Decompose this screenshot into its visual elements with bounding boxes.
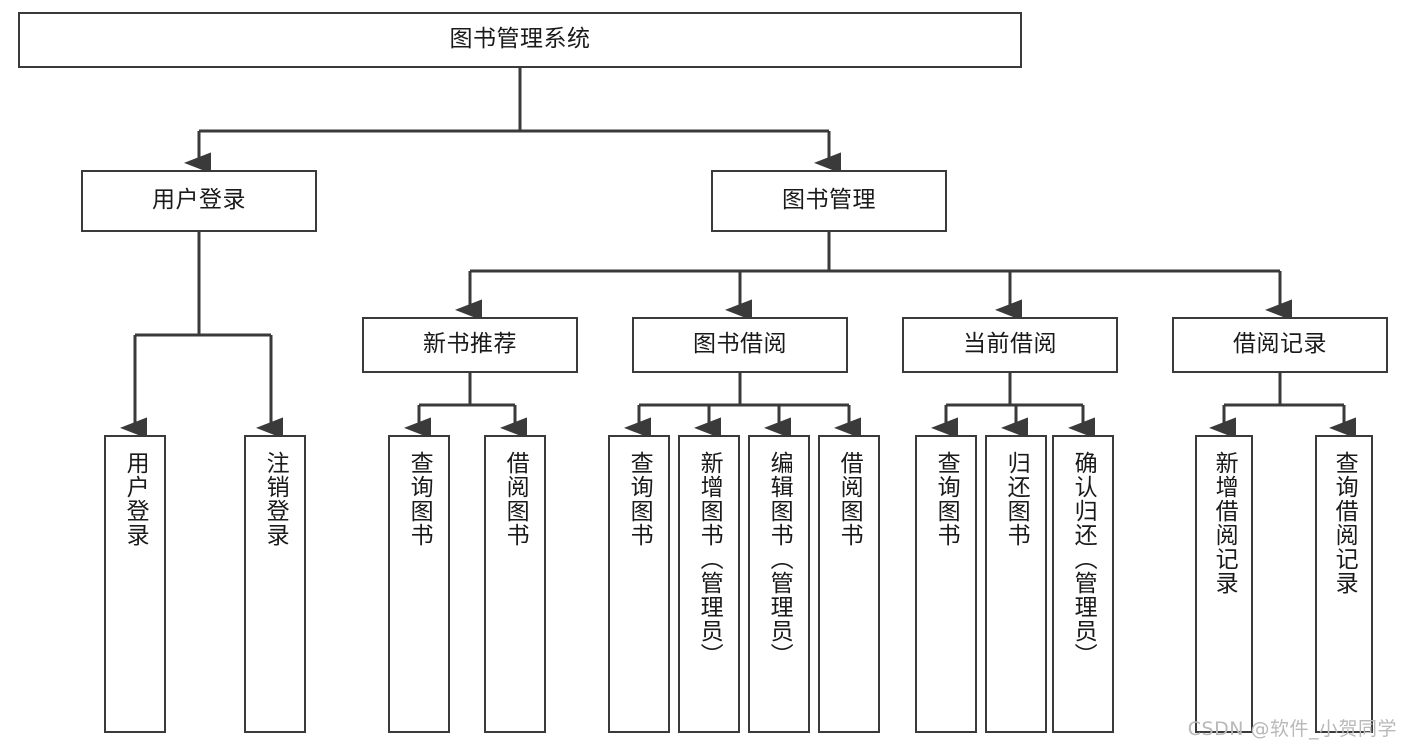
leaf-add-book-admin-label: 新增图书（管理员） xyxy=(696,451,723,667)
leaf-borrow-book-label: 借阅图书 xyxy=(836,451,863,547)
leaf-query-book-borrow-label: 查询图书 xyxy=(626,451,653,547)
node-borrow-record[interactable]: 借阅记录 xyxy=(1172,317,1388,373)
leaf-confirm-return-admin[interactable]: 确认归还（管理员） xyxy=(1052,435,1114,733)
leaf-return-book[interactable]: 归还图书 xyxy=(985,435,1047,733)
node-root-label: 图书管理系统 xyxy=(449,26,591,53)
leaf-confirm-return-admin-label: 确认归还（管理员） xyxy=(1070,451,1097,667)
node-book-management-label: 图书管理 xyxy=(782,187,876,214)
node-user-login-label: 用户登录 xyxy=(152,187,246,214)
node-new-book-recommend-label: 新书推荐 xyxy=(423,331,517,358)
leaf-query-book-borrow[interactable]: 查询图书 xyxy=(608,435,670,733)
node-book-borrow[interactable]: 图书借阅 xyxy=(632,317,848,373)
leaf-query-borrow-record[interactable]: 查询借阅记录 xyxy=(1315,435,1373,733)
leaf-query-book-current[interactable]: 查询图书 xyxy=(915,435,977,733)
leaf-query-borrow-record-label: 查询借阅记录 xyxy=(1331,451,1358,595)
node-current-borrow-label: 当前借阅 xyxy=(963,331,1057,358)
leaf-add-borrow-record[interactable]: 新增借阅记录 xyxy=(1195,435,1253,733)
leaf-query-book-current-label: 查询图书 xyxy=(933,451,960,547)
leaf-borrow-book-recommend[interactable]: 借阅图书 xyxy=(484,435,546,733)
leaf-return-book-label: 归还图书 xyxy=(1003,451,1030,547)
node-current-borrow[interactable]: 当前借阅 xyxy=(902,317,1118,373)
leaf-logout-login-label: 注销登录 xyxy=(262,451,289,547)
node-new-book-recommend[interactable]: 新书推荐 xyxy=(362,317,578,373)
leaf-user-login[interactable]: 用户登录 xyxy=(104,435,166,733)
node-book-management[interactable]: 图书管理 xyxy=(711,170,947,232)
watermark-text: CSDN @软件_小贺同学 xyxy=(1187,718,1397,740)
leaf-logout-login[interactable]: 注销登录 xyxy=(244,435,306,733)
leaf-borrow-book[interactable]: 借阅图书 xyxy=(818,435,880,733)
leaf-add-book-admin[interactable]: 新增图书（管理员） xyxy=(678,435,740,733)
leaf-edit-book-admin[interactable]: 编辑图书（管理员） xyxy=(748,435,810,733)
leaf-query-book-recommend[interactable]: 查询图书 xyxy=(388,435,450,733)
node-user-login[interactable]: 用户登录 xyxy=(81,170,317,232)
leaf-query-book-recommend-label: 查询图书 xyxy=(406,451,433,547)
leaf-user-login-label: 用户登录 xyxy=(122,451,149,547)
leaf-add-borrow-record-label: 新增借阅记录 xyxy=(1211,451,1238,595)
node-root[interactable]: 图书管理系统 xyxy=(18,12,1022,68)
leaf-borrow-book-recommend-label: 借阅图书 xyxy=(502,451,529,547)
node-book-borrow-label: 图书借阅 xyxy=(693,331,787,358)
node-borrow-record-label: 借阅记录 xyxy=(1233,331,1327,358)
leaf-edit-book-admin-label: 编辑图书（管理员） xyxy=(766,451,793,667)
